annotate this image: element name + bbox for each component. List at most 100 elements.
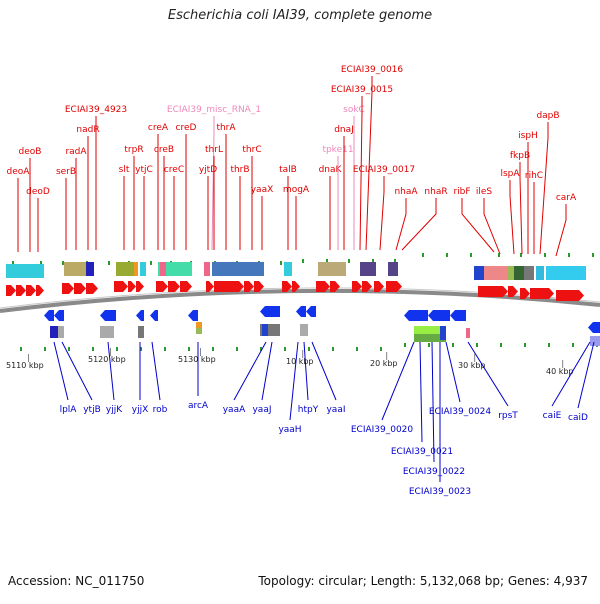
feature-block-bottom: [58, 326, 64, 338]
forward-gene-arrow: [156, 281, 168, 292]
gene-leader-line: [577, 341, 595, 409]
tick-mark-bottom: [44, 347, 46, 351]
forward-gene-arrow: [16, 285, 26, 296]
tick-mark-top: [348, 259, 350, 263]
genome-summary: Topology: circular; Length: 5,132,068 bp…: [258, 574, 588, 588]
tick-mark-bottom: [452, 343, 454, 347]
gene-leader-line: [467, 341, 509, 407]
gene-label-top: ileS: [476, 187, 493, 197]
forward-gene-arrow: [330, 281, 340, 292]
forward-gene-arrow: [386, 281, 402, 292]
feature-block-top: [134, 262, 138, 276]
tick-mark-top: [372, 259, 374, 263]
gene-leader-line: [359, 96, 363, 251]
feature-block-bottom: [262, 324, 268, 336]
gene-label-top: mogA: [283, 185, 310, 195]
gene-label-top: ECIAI39_misc_RNA_1: [167, 105, 261, 115]
gene-label-bottom: yaaH: [278, 425, 301, 435]
gene-label-top: ribF: [453, 187, 470, 197]
tick-mark-bottom: [548, 343, 550, 347]
gene-label-top: deoA: [7, 167, 31, 177]
forward-gene-arrow: [374, 281, 384, 292]
gene-label-bottom: htpY: [298, 405, 319, 415]
gene-label-bottom: lplA: [60, 405, 78, 415]
forward-gene-arrow: [206, 281, 214, 292]
gene-label-bottom: ECIAI39_0023: [409, 487, 471, 497]
feature-block-top: [212, 262, 264, 276]
gene-leader-line: [151, 341, 161, 401]
tick-mark-top: [470, 253, 472, 257]
gene-leader-line: [445, 341, 461, 403]
gene-leader-line: [519, 162, 523, 255]
gene-leader-line: [261, 341, 273, 401]
reverse-gene-arrow: [296, 306, 306, 317]
tick-mark-top: [40, 261, 42, 265]
tick-mark-bottom: [188, 347, 190, 351]
feature-block-top: [204, 262, 210, 276]
tick-mark-bottom: [20, 347, 22, 351]
ruler-label: 20 kbp: [370, 359, 398, 368]
feature-block-top: [140, 262, 146, 276]
reverse-gene-arrow: [54, 310, 64, 321]
forward-gene-arrow: [36, 285, 44, 296]
feature-block-bottom: [440, 326, 446, 340]
tick-mark-top: [520, 253, 522, 257]
feature-block-bottom: [196, 328, 202, 334]
gene-leader-line: [419, 341, 423, 443]
forward-gene-arrow: [114, 281, 128, 292]
feature-block-bottom: [100, 326, 114, 338]
ruler-label: 5130 kbp: [178, 355, 216, 364]
feature-block-top: [158, 262, 192, 276]
gene-label-top: ytjC: [135, 165, 153, 175]
gene-label-top: nadR: [76, 125, 99, 135]
tick-mark-bottom: [116, 347, 118, 351]
tick-mark-bottom: [524, 343, 526, 347]
gene-label-top: creB: [154, 145, 174, 155]
forward-gene-arrow: [74, 283, 86, 294]
gene-label-bottom: arcA: [188, 401, 209, 411]
forward-gene-arrow: [244, 281, 254, 292]
tick-mark-bottom: [260, 347, 262, 351]
gene-label-top: nhaR: [424, 187, 447, 197]
feature-block-bottom: [50, 326, 60, 338]
gene-leader-line: [483, 198, 501, 255]
ruler-label: 30 kbp: [458, 361, 486, 370]
tick-mark-top: [150, 261, 152, 265]
gene-label-top: carA: [556, 193, 577, 203]
tick-mark-bottom: [212, 347, 214, 351]
feature-block-bottom: [466, 328, 470, 338]
reverse-gene-arrow: [306, 306, 316, 317]
reverse-gene-arrow: [450, 310, 466, 321]
gene-label-bottom: caiE: [543, 411, 562, 421]
tick-mark-top: [302, 259, 304, 263]
feature-block-top: [116, 262, 134, 276]
reverse-gene-arrow: [404, 310, 428, 321]
feature-block-top: [388, 262, 398, 276]
gene-label-top: ECIAI39_4923: [65, 105, 127, 115]
reverse-gene-arrow: [136, 310, 144, 321]
feature-block-top: [514, 266, 524, 280]
forward-gene-arrow: [180, 281, 192, 292]
feature-block-bottom: [414, 334, 446, 342]
gene-leader-line: [379, 176, 385, 251]
gene-label-bottom: ECIAI39_0022: [403, 467, 465, 477]
forward-gene-arrow: [128, 281, 136, 292]
gene-label-bottom: ECIAI39_0020: [351, 425, 414, 435]
forward-gene-arrow: [62, 283, 74, 294]
reverse-gene-arrow: [188, 310, 198, 321]
gene-leader-line: [381, 341, 415, 421]
forward-gene-arrow: [136, 281, 144, 292]
gene-label-bottom: ytjB: [83, 405, 101, 415]
ruler-label: 5120 kbp: [88, 355, 126, 364]
feature-block-top: [318, 262, 346, 276]
gene-leader-line: [431, 341, 435, 463]
feature-block-bottom: [138, 326, 144, 338]
gene-label-bottom: yjjK: [106, 405, 123, 415]
genome-backbone: [0, 288, 600, 313]
forward-gene-arrow: [86, 283, 98, 294]
gene-label-top: dapB: [536, 111, 559, 121]
gene-label-top: ECIAI39_0015: [331, 85, 393, 95]
forward-gene-arrow: [168, 281, 180, 292]
tick-mark-bottom: [500, 343, 502, 347]
